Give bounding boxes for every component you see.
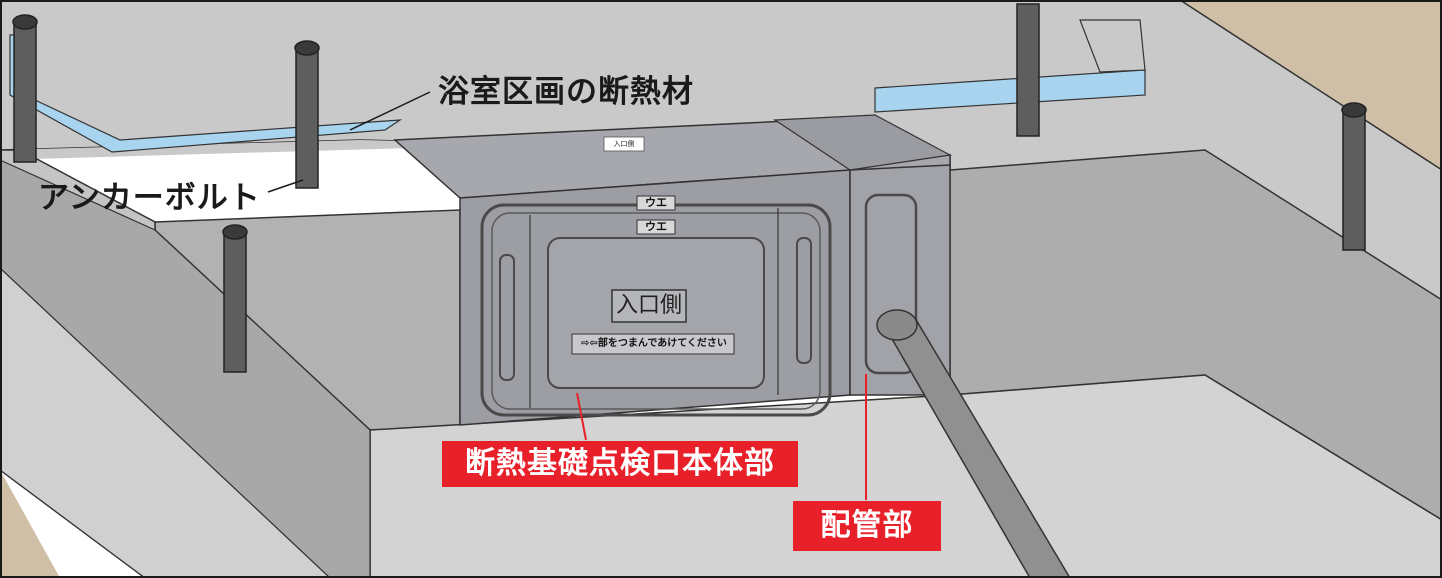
pit-floor	[369, 374, 1442, 578]
leader-insulation	[349, 91, 431, 131]
anchor-bolt-2	[294, 40, 320, 189]
small-sticker	[603, 136, 645, 152]
entrance-side-box	[611, 289, 687, 323]
inner-tag-text: ウエ	[645, 220, 667, 233]
top-tag-box	[636, 195, 676, 211]
inner-tag-box	[636, 219, 676, 235]
top-tag-text: ウエ	[645, 196, 667, 209]
insulation-strip-right	[874, 69, 1146, 113]
small-sticker-text: 入口側	[613, 140, 635, 148]
soil-bottom-left	[0, 470, 60, 578]
instruction-box	[571, 333, 735, 355]
anchor-bolt-3	[222, 224, 248, 373]
pipe-opening	[864, 193, 918, 375]
arrow-icon: ⇨⇦	[581, 338, 598, 349]
entrance-side-text: 入口側	[615, 293, 682, 318]
label-piping: 配管部	[793, 501, 941, 551]
anchor-bolt-5	[1341, 102, 1367, 251]
anchor-bolt-4	[1016, 3, 1040, 137]
slot-right	[796, 237, 812, 364]
label-insulation: 浴室区画の断熱材	[438, 74, 694, 110]
instruction-text: ⇨⇦部をつまんであけてください	[581, 338, 727, 349]
slot-left	[499, 254, 515, 381]
leader-inspection	[576, 392, 587, 441]
anchor-bolt-1	[12, 14, 38, 163]
leader-anchor	[267, 179, 304, 193]
label-inspection-body: 断熱基礎点検口本体部	[442, 441, 798, 487]
label-anchor-bolt: アンカーボルト	[38, 180, 261, 216]
